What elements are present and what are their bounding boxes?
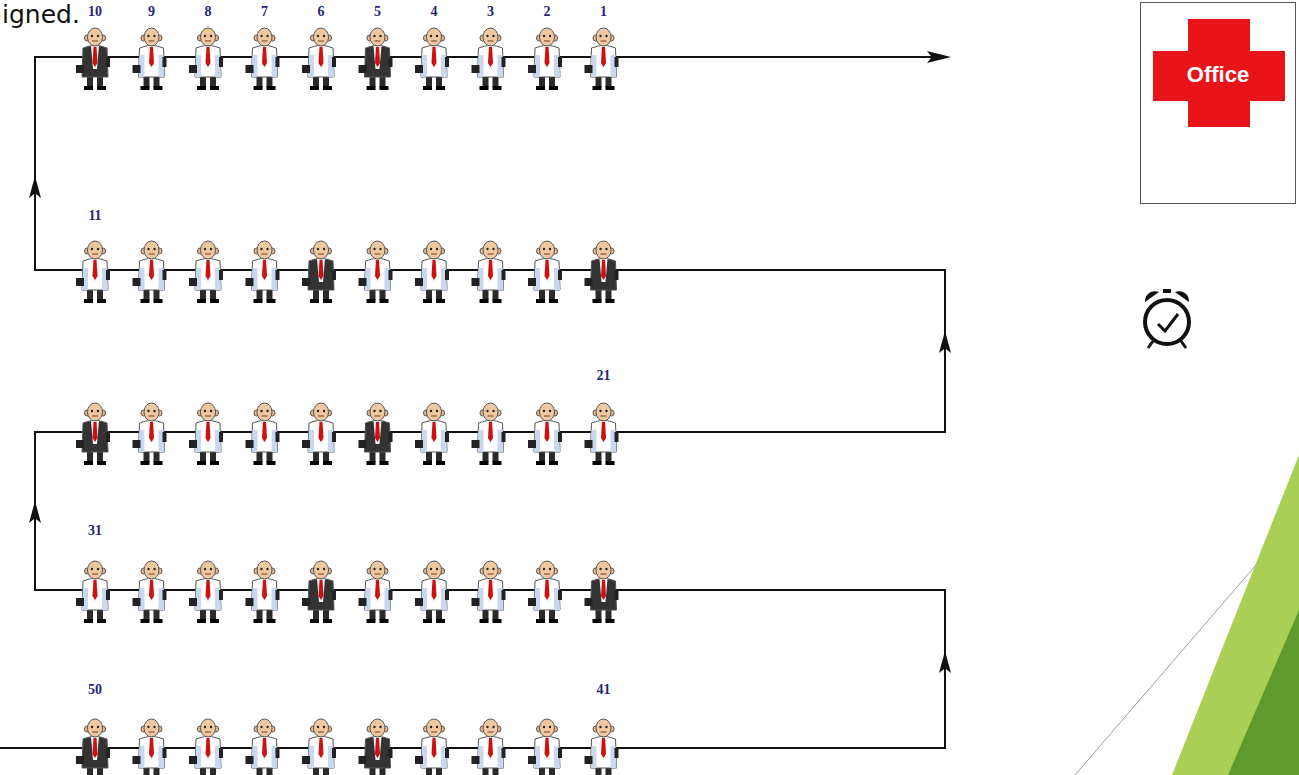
- person-figure: [415, 241, 449, 303]
- office-box: Office: [1140, 2, 1296, 204]
- red-cross: [1141, 3, 1295, 203]
- queue-number: 11: [88, 209, 101, 223]
- person-figure: [189, 719, 223, 775]
- person-figure: [415, 561, 449, 623]
- queue-number: 8: [205, 5, 212, 19]
- arrow-head: [29, 501, 41, 523]
- person-figure: [472, 561, 506, 623]
- queue-number: 4: [431, 5, 438, 19]
- person-figure: [415, 28, 449, 90]
- queue-number: 31: [88, 524, 102, 538]
- person-figure: [133, 28, 167, 90]
- queue-number: 5: [374, 5, 381, 19]
- person-figure: [472, 241, 506, 303]
- person-figure: [472, 403, 506, 465]
- person-figure: [246, 561, 280, 623]
- person-figure: [359, 28, 393, 90]
- person-figure: [189, 403, 223, 465]
- person-figure: [76, 28, 110, 90]
- person-figure: [246, 28, 280, 90]
- person-figure: [133, 403, 167, 465]
- person-figure: [133, 561, 167, 623]
- person-figure: [585, 403, 619, 465]
- decor-triangle: [1172, 455, 1299, 775]
- arrow-head: [29, 176, 41, 198]
- queue-number: 41: [597, 683, 611, 697]
- queue-number: 9: [148, 5, 155, 19]
- person-figure: [415, 719, 449, 775]
- person-figure: [133, 719, 167, 775]
- queue-number: 7: [261, 5, 268, 19]
- person-figure: [472, 28, 506, 90]
- person-figure: [302, 561, 336, 623]
- person-figure: [246, 719, 280, 775]
- person-figure: [189, 241, 223, 303]
- person-figure: [585, 28, 619, 90]
- person-figure: [415, 403, 449, 465]
- queue-number: 2: [544, 5, 551, 19]
- person-figure: [302, 28, 336, 90]
- person-figure: [472, 719, 506, 775]
- person-figure: [302, 403, 336, 465]
- person-figure: [76, 561, 110, 623]
- person-figure: [302, 719, 336, 775]
- person-figure: [302, 241, 336, 303]
- person-figure: [528, 28, 562, 90]
- arrow-head: [939, 651, 951, 673]
- person-figure: [76, 403, 110, 465]
- queue-number: 10: [88, 5, 102, 19]
- queue-number: 50: [88, 683, 102, 697]
- person-figure: [585, 561, 619, 623]
- person-figure: [359, 241, 393, 303]
- heading-fragment: igned.: [2, 2, 80, 27]
- person-figure: [359, 719, 393, 775]
- person-figure: [76, 719, 110, 775]
- person-figure: [528, 561, 562, 623]
- arrow-head: [927, 51, 951, 63]
- queue-line: [0, 57, 945, 748]
- person-figure: [528, 241, 562, 303]
- person-figure: [76, 241, 110, 303]
- person-figure: [528, 403, 562, 465]
- person-figure: [359, 403, 393, 465]
- person-figure: [359, 561, 393, 623]
- person-figure: [189, 561, 223, 623]
- queue-number: 6: [318, 5, 325, 19]
- queue-number: 21: [597, 369, 611, 383]
- person-figure: [246, 241, 280, 303]
- person-figure: [585, 719, 619, 775]
- person-figure: [246, 403, 280, 465]
- queue-number: 3: [487, 5, 494, 19]
- alarm-clock: [1145, 289, 1189, 348]
- office-label: Office: [1187, 62, 1249, 88]
- person-figure: [189, 28, 223, 90]
- person-figure: [528, 719, 562, 775]
- decor-triangle: [1228, 610, 1299, 775]
- queue-number: 1: [600, 5, 607, 19]
- person-figure: [133, 241, 167, 303]
- person-figure: [585, 241, 619, 303]
- arrow-head: [939, 331, 951, 353]
